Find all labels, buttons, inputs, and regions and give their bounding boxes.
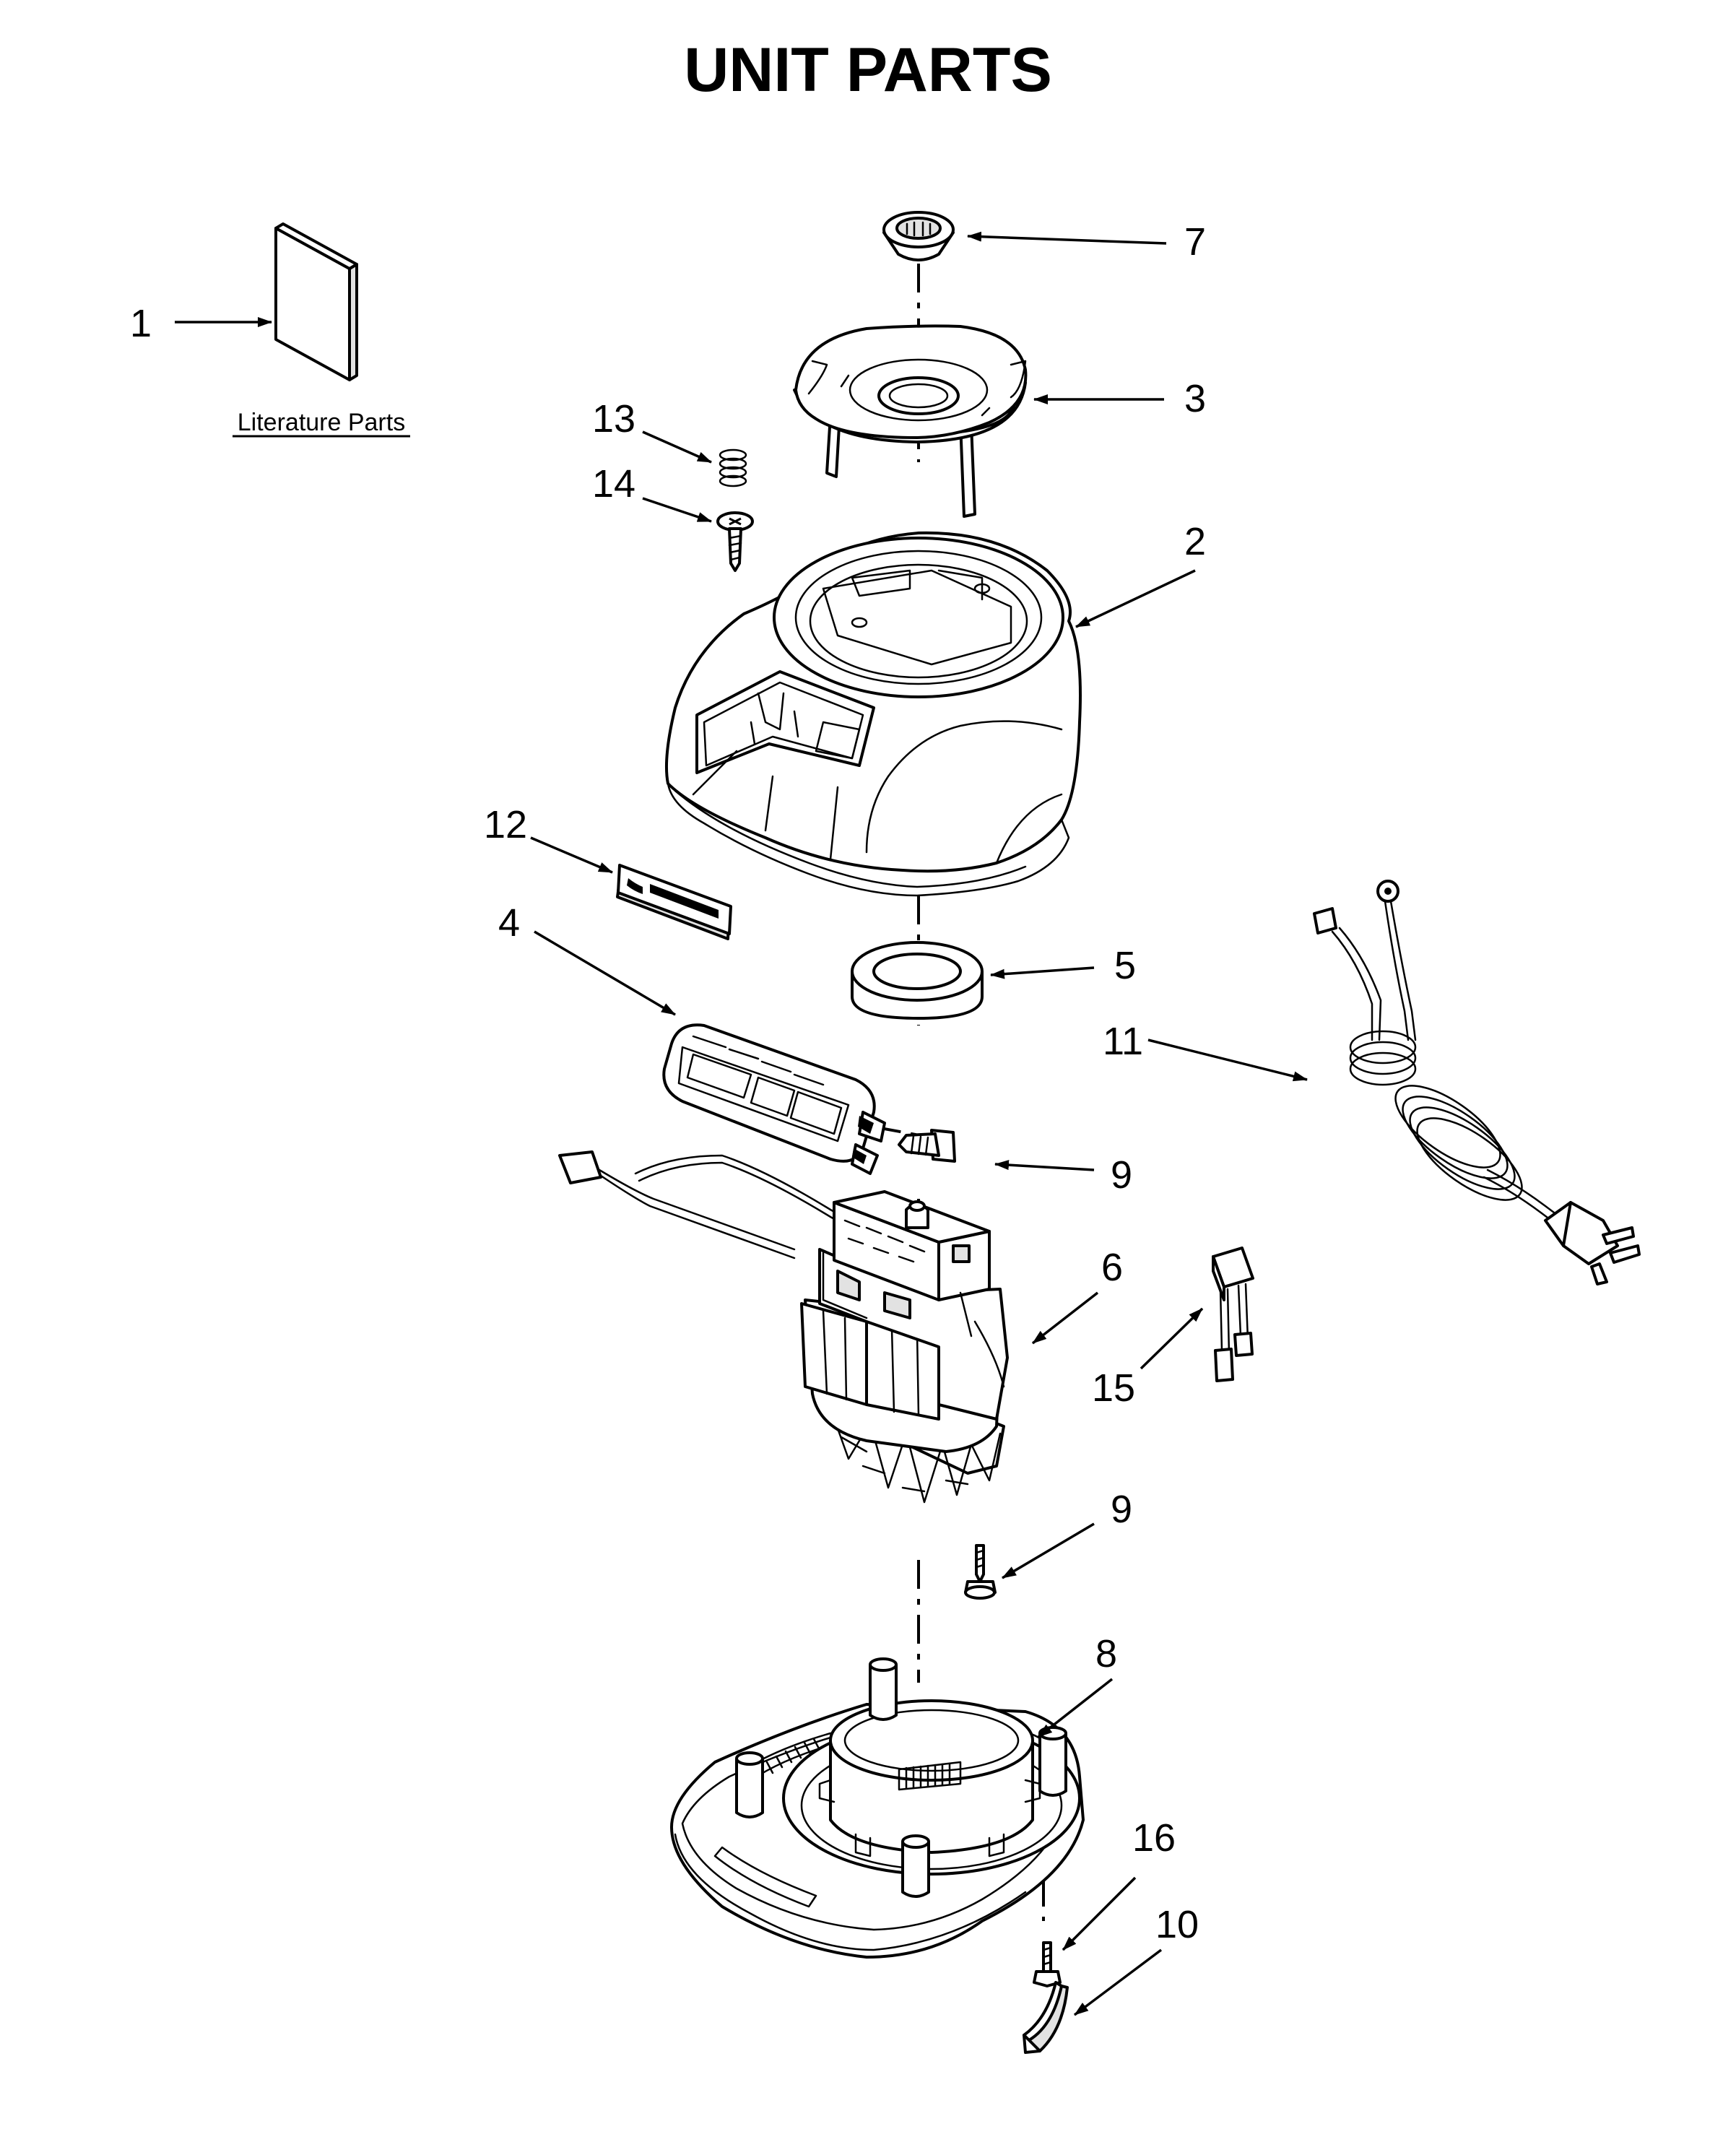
part-5-gasket xyxy=(851,941,984,1020)
callout-2: 2 xyxy=(1184,520,1206,563)
leader-lines xyxy=(175,231,1308,2016)
part-12-badge xyxy=(616,864,732,940)
part-1-literature xyxy=(274,222,358,381)
part-11-power-cord xyxy=(1313,880,1641,1285)
literature-parts-label: Literature Parts xyxy=(238,409,405,436)
part-7-coupler-cap xyxy=(882,211,955,261)
callout-9-lower: 9 xyxy=(1111,1488,1132,1531)
callout-14: 14 xyxy=(592,462,635,506)
callout-11: 11 xyxy=(1103,1020,1143,1063)
part-14-screw xyxy=(716,511,754,572)
callout-12: 12 xyxy=(484,803,527,846)
part-15-connector xyxy=(1212,1246,1254,1382)
callout-3: 3 xyxy=(1184,377,1206,420)
part-6-motor xyxy=(558,1150,1009,1504)
callout-10: 10 xyxy=(1155,1903,1199,1946)
part-9-screw-lower xyxy=(964,1544,997,1600)
callout-6: 6 xyxy=(1101,1246,1123,1289)
part-3-top-plate xyxy=(793,324,1028,518)
part-13-spring xyxy=(719,448,747,487)
callout-5: 5 xyxy=(1114,944,1136,987)
part-16-screw xyxy=(1033,1941,1062,1987)
page-title: UNIT PARTS xyxy=(684,35,1052,105)
part-8-base xyxy=(670,1657,1085,1959)
part-4-control-panel xyxy=(662,1023,886,1175)
part-10-foot xyxy=(1023,1981,1069,2054)
part-9-screw-upper xyxy=(898,1129,956,1163)
callout-13: 13 xyxy=(592,397,635,441)
callout-9-upper: 9 xyxy=(1111,1153,1132,1197)
callout-15: 15 xyxy=(1092,1366,1135,1410)
part-2-housing xyxy=(664,531,1082,897)
callout-16: 16 xyxy=(1132,1816,1176,1860)
callout-4: 4 xyxy=(498,901,520,945)
callout-8: 8 xyxy=(1095,1632,1117,1675)
callout-1: 1 xyxy=(130,302,152,345)
callout-7: 7 xyxy=(1184,220,1206,264)
